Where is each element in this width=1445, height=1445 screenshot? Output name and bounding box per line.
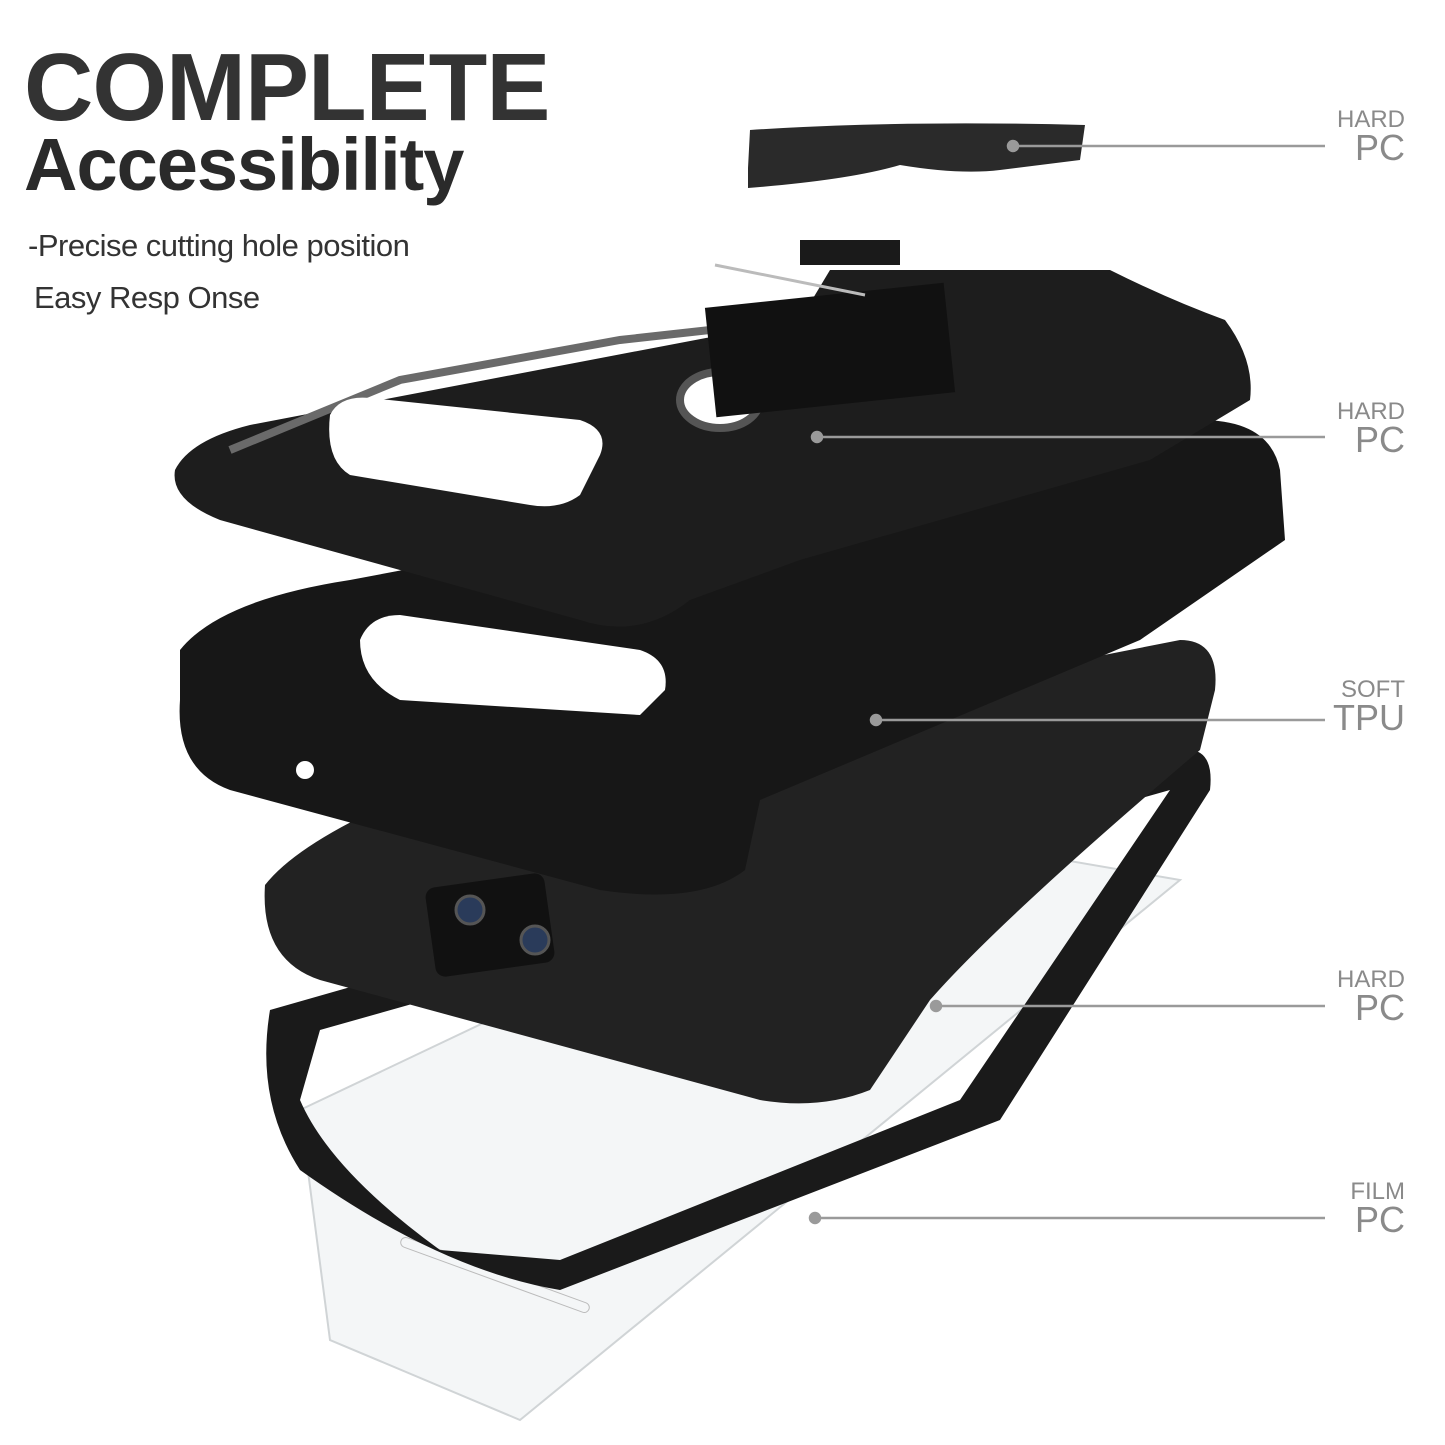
headline-line1: COMPLETE [24,34,550,141]
layer-label-bumper: HARD PC [1337,968,1405,1026]
layer-type: HARD [1336,106,1405,133]
tpu-mic-hole [296,761,314,779]
layer-type: FILM [1350,1178,1405,1205]
layer-label-clip: HARD PC [1337,108,1405,166]
headline-line2: Accessibility [24,123,464,206]
layer-label-shell: HARD PC [1337,400,1405,458]
tpu-camera-cutout [360,615,666,715]
kickstand [704,282,956,418]
layer-label-film: FILM PC [1350,1180,1405,1238]
layer-type: HARD [1336,966,1405,993]
layer-material: TPU [1333,697,1405,738]
layer-label-tpu: SOFT TPU [1333,678,1405,736]
kickstand-pin [714,263,866,297]
layer-material: PC [1354,127,1405,168]
belt-clip [748,123,1085,188]
bullet-2: Easy Resp Onse [34,280,260,315]
shell-camera-cutout [329,397,603,507]
layer-material: PC [1354,419,1405,460]
outer-shell [174,270,1251,627]
camera-lens [519,924,551,956]
layer-material: PC [1354,987,1405,1028]
phone-camera-module [425,873,555,977]
layer-material: PC [1354,1199,1405,1240]
belt-clip-tab [800,240,900,265]
bullet-1: -Precise cutting hole position [28,228,410,263]
layer-type: SOFT [1341,676,1405,703]
layer-type: HARD [1336,398,1405,425]
pointer-lines [808,139,1325,1225]
camera-lens [454,894,486,926]
tpu-case [179,420,1285,895]
